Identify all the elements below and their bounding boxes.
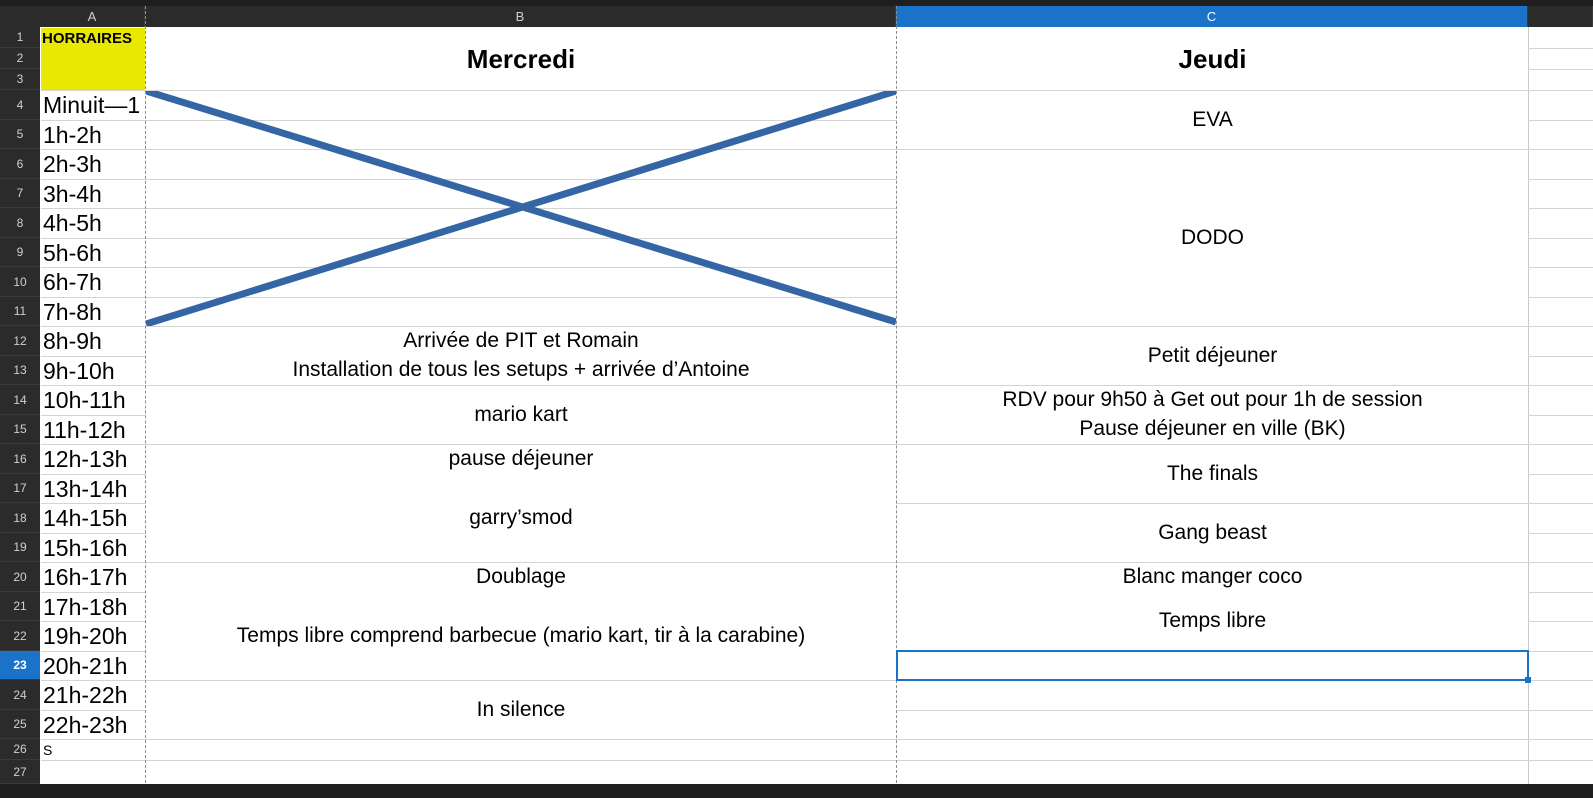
gridline: [41, 238, 1593, 239]
time-slot-cell[interactable]: 5h-6h: [41, 239, 145, 267]
jeudi-dodo-cell[interactable]: DODO: [897, 150, 1528, 325]
row-header[interactable]: 24: [0, 680, 40, 710]
row-header[interactable]: 18: [0, 503, 40, 533]
column-header-d[interactable]: [1528, 6, 1593, 27]
row-header[interactable]: 1: [0, 27, 40, 48]
row-header[interactable]: 17: [0, 474, 40, 503]
top-strip: [0, 0, 1593, 6]
time-slot-cell[interactable]: 6h-7h: [41, 268, 145, 297]
gridline: [41, 562, 1593, 563]
jeudi-blanc-manger-cell[interactable]: Blanc manger coco: [897, 563, 1528, 591]
fill-handle[interactable]: [1525, 677, 1531, 683]
time-slot-cell[interactable]: 21h-22h: [41, 681, 145, 710]
cell-selection-c23[interactable]: [896, 650, 1529, 681]
gridline: [41, 120, 1593, 121]
mercredi-garrys-mod-cell[interactable]: garry’smod: [146, 474, 896, 561]
time-slot-cell[interactable]: 7h-8h: [41, 298, 145, 326]
mercredi-pause-cell[interactable]: pause déjeuner: [146, 445, 896, 473]
row-header[interactable]: 26: [0, 739, 40, 760]
column-header-a[interactable]: A: [40, 6, 145, 27]
row-header[interactable]: 8: [0, 208, 40, 238]
time-slot-cell[interactable]: 1h-2h: [41, 121, 145, 149]
time-slot-cell[interactable]: 8h-9h: [41, 327, 145, 356]
row-header[interactable]: 3: [0, 69, 40, 90]
time-slot-cell[interactable]: 15h-16h: [41, 534, 145, 562]
gridline: [41, 680, 1593, 681]
row-header[interactable]: 6: [0, 149, 40, 179]
gridline: [41, 90, 1593, 91]
mercredi-mario-kart-cell[interactable]: mario kart: [146, 386, 896, 443]
page-break-line: [145, 6, 146, 798]
time-slot-cell[interactable]: 12h-13h: [41, 445, 145, 474]
time-slot-cell[interactable]: Minuit—1: [41, 91, 145, 120]
time-slot-cell[interactable]: 17h-18h: [41, 593, 145, 621]
cross-out-shape[interactable]: [146, 91, 896, 326]
time-slot-cell[interactable]: 11h-12h: [41, 416, 145, 444]
row-header[interactable]: 19: [0, 533, 40, 562]
jeudi-pause-cell[interactable]: Pause déjeuner en ville (BK): [897, 415, 1528, 443]
mercredi-arrivee-cell[interactable]: Arrivée de PIT et Romain: [146, 327, 896, 355]
gridline: [41, 149, 1593, 150]
day-header-mercredi[interactable]: Mercredi: [146, 28, 896, 90]
select-all-corner[interactable]: [0, 6, 40, 27]
row-header[interactable]: 27: [0, 760, 40, 784]
time-slot-cell[interactable]: 22h-23h: [41, 711, 145, 739]
row-header[interactable]: 4: [0, 90, 40, 120]
mercredi-installation-cell[interactable]: Installation de tous les setups + arrivé…: [146, 356, 896, 384]
jeudi-rdv-cell[interactable]: RDV pour 9h50 à Get out pour 1h de sessi…: [897, 386, 1528, 414]
gridline: [41, 179, 1593, 180]
mercredi-doublage-cell[interactable]: Doublage: [146, 563, 896, 591]
time-slot-cell[interactable]: 19h-20h: [41, 622, 145, 651]
row-header[interactable]: 13: [0, 356, 40, 385]
gridline: [41, 208, 1593, 209]
gridline: [41, 739, 1593, 740]
column-d-area[interactable]: [1528, 27, 1593, 798]
row-header[interactable]: 11: [0, 297, 40, 326]
time-slot-cell[interactable]: 2h-3h: [41, 150, 145, 179]
column-header-b[interactable]: B: [145, 6, 896, 27]
row-header[interactable]: 25: [0, 710, 40, 739]
day-header-jeudi[interactable]: Jeudi: [897, 28, 1528, 90]
row-header[interactable]: 9: [0, 238, 40, 267]
row-header[interactable]: 10: [0, 267, 40, 297]
jeudi-gang-beast-cell[interactable]: Gang beast: [897, 504, 1528, 561]
row-header[interactable]: 2: [0, 48, 40, 69]
row-header[interactable]: 7: [0, 179, 40, 208]
row-header[interactable]: 14: [0, 385, 40, 415]
gridline: [41, 326, 1593, 327]
time-slot-cell[interactable]: S: [41, 740, 145, 760]
jeudi-the-finals-cell[interactable]: The finals: [897, 445, 1528, 502]
jeudi-temps-libre-cell[interactable]: Temps libre: [897, 592, 1528, 649]
time-slot-cell[interactable]: 3h-4h: [41, 180, 145, 208]
horraires-header-cell[interactable]: HORRAIRES: [41, 28, 145, 90]
bottom-bar: [0, 784, 1593, 798]
page-break-line: [896, 6, 897, 798]
time-slot-cell[interactable]: 20h-21h: [41, 652, 145, 680]
row-header[interactable]: 21: [0, 592, 40, 621]
jeudi-eva-cell[interactable]: EVA: [897, 91, 1528, 148]
time-slot-cell[interactable]: 16h-17h: [41, 563, 145, 592]
row-header[interactable]: 20: [0, 562, 40, 592]
row-header[interactable]: 16: [0, 444, 40, 474]
row-header[interactable]: 5: [0, 120, 40, 149]
gridline: [41, 267, 1593, 268]
time-slot-cell[interactable]: 14h-15h: [41, 504, 145, 533]
mercredi-in-silence-cell[interactable]: In silence: [146, 681, 896, 739]
gridline: [41, 385, 1593, 386]
row-header[interactable]: 15: [0, 415, 40, 444]
row-header[interactable]: 22: [0, 621, 40, 651]
time-slot-cell[interactable]: 4h-5h: [41, 209, 145, 238]
mercredi-temps-libre-cell[interactable]: Temps libre comprend barbecue (mario kar…: [146, 592, 896, 679]
time-slot-cell[interactable]: 10h-11h: [41, 386, 145, 415]
gridline: [41, 760, 1593, 761]
time-slot-cell[interactable]: 13h-14h: [41, 475, 145, 503]
row-header[interactable]: 23: [0, 651, 40, 680]
gridline: [41, 444, 1593, 445]
column-header-c[interactable]: C: [896, 6, 1528, 27]
time-slot-cell[interactable]: 9h-10h: [41, 357, 145, 385]
jeudi-petit-dejeuner-cell[interactable]: Petit déjeuner: [897, 327, 1528, 384]
row-header[interactable]: 12: [0, 326, 40, 356]
